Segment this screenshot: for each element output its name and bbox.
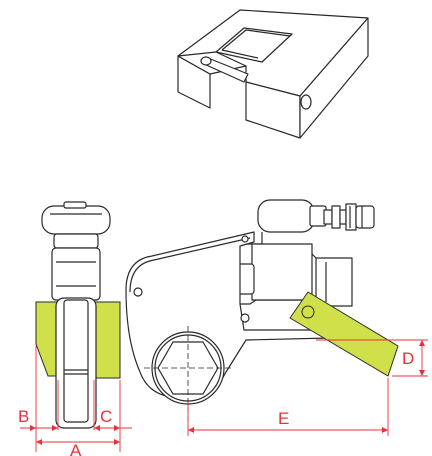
side-link-inner (63, 299, 89, 423)
cassette-window-inner (221, 29, 291, 59)
side-body (51, 247, 101, 301)
cassette-pin-end (200, 56, 212, 66)
quick-coupler (323, 203, 375, 231)
plate-bolt-top (241, 235, 249, 243)
cassette-isometric-view (177, 9, 369, 139)
dimension-label-c: C (100, 407, 112, 426)
cylinder-block (251, 243, 313, 301)
hose-swivel-body (257, 199, 315, 233)
swivel-cap (41, 205, 111, 235)
reaction-shoe-right (93, 301, 121, 379)
dimension-lines (20, 339, 428, 452)
tool-side-view (41, 201, 111, 301)
dimension-label-e: E (278, 409, 289, 428)
swivel-cap-knob (63, 201, 87, 209)
tool-main-view (125, 199, 375, 405)
dimension-arrows (30, 340, 425, 445)
swivel-neck (53, 233, 99, 249)
plate-bolt-lower (240, 313, 250, 323)
reaction-arm-body (289, 291, 399, 377)
reaction-shoe-side (35, 301, 121, 379)
dimension-label-b: B (18, 407, 29, 426)
side-link (55, 297, 97, 429)
reaction-arm (289, 291, 399, 377)
cassette-right-block-side (299, 17, 369, 139)
reaction-shoe-left (35, 301, 59, 377)
dimension-label-a: A (70, 441, 82, 456)
reaction-arm-hole (301, 305, 315, 319)
cassette-side-hole (300, 94, 312, 110)
link-plate-inner-edge (129, 237, 251, 293)
dimension-label-d: D (402, 349, 414, 368)
plate-bolt-upper (133, 287, 143, 297)
